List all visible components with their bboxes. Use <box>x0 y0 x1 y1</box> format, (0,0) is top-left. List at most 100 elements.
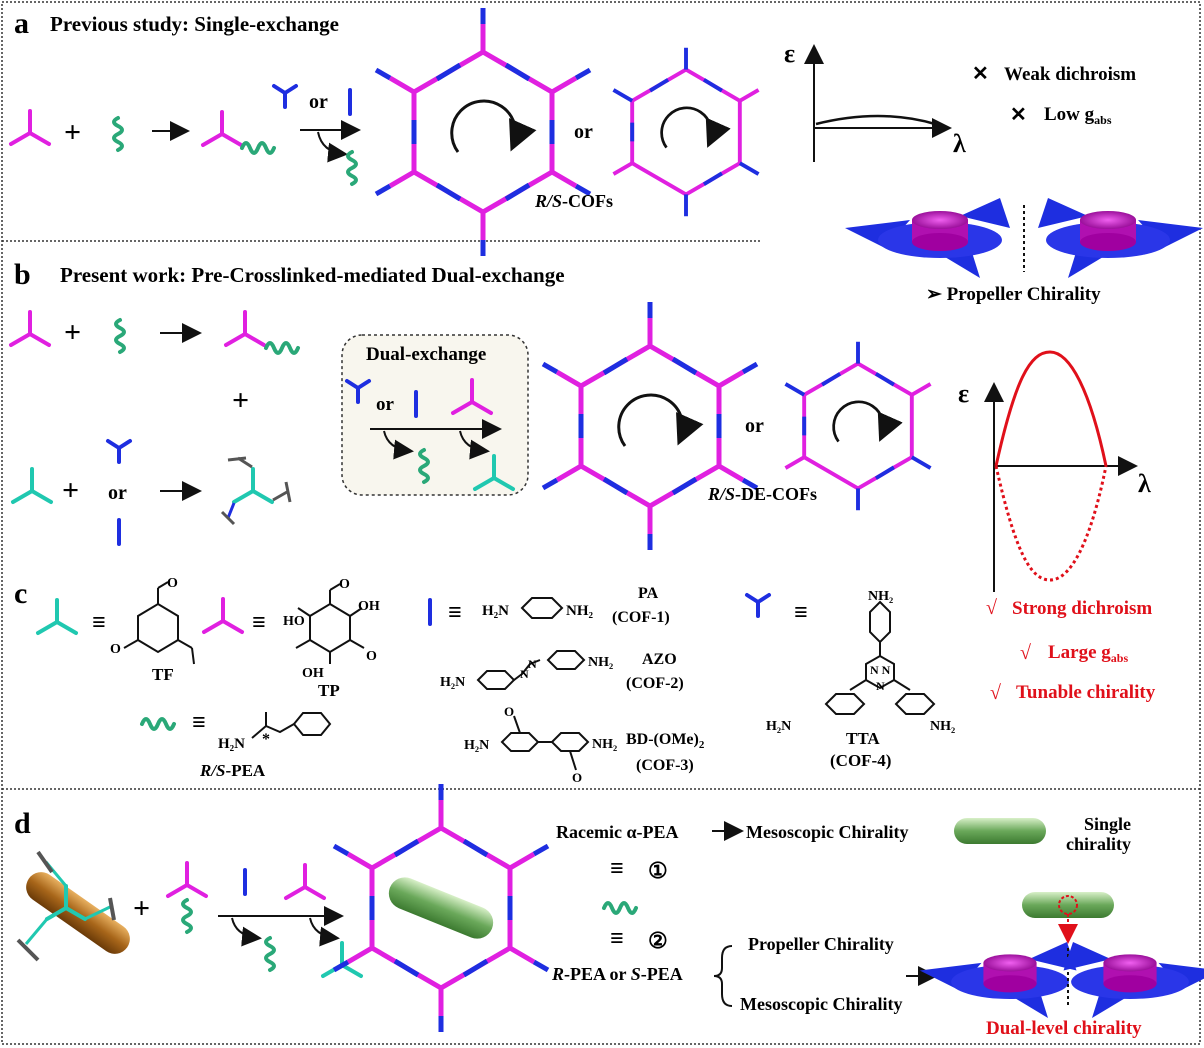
panel-d-letter: d <box>14 807 31 840</box>
benzene-ring <box>546 650 586 670</box>
nh2-label: NH₂ <box>566 603 594 619</box>
atom-label: OH <box>358 599 380 614</box>
nh2-label: NH₂ <box>868 589 893 604</box>
nh2-label: NH₂ <box>930 719 955 734</box>
cof4-label: (COF-4) <box>830 751 891 770</box>
plus-icon: + <box>62 474 79 507</box>
helix-rod-icon <box>1022 892 1114 918</box>
cof-hexagon-d <box>334 784 548 1032</box>
pa-label: PA <box>638 585 659 602</box>
chiral-star: * <box>262 731 270 748</box>
circled-one: ① <box>648 858 668 883</box>
mesoscopic-chirality-d-label: Mesoscopic Chirality <box>740 994 902 1014</box>
benzene-ring <box>476 670 516 690</box>
tta-structure <box>824 600 936 715</box>
panel-b-letter: b <box>14 258 31 291</box>
tf-linker-icon <box>36 598 78 635</box>
tp-linker-icon <box>284 863 326 900</box>
or-label: or <box>745 415 764 437</box>
panel-c-letter: c <box>14 577 27 610</box>
propeller-right-d-icon <box>1063 942 1204 1018</box>
atom-label: N N <box>870 663 891 677</box>
plus-icon: + <box>64 116 81 149</box>
pea-helix-icon <box>112 116 124 152</box>
h2n-label: H₂N <box>218 736 245 752</box>
spectrum-b: ε λ <box>958 350 1151 592</box>
tta-linker-icon <box>272 84 298 109</box>
cof-hexagon-b2 <box>783 339 933 513</box>
benzene-ring <box>500 732 540 752</box>
leaving-arrow-icon <box>459 430 490 460</box>
equiv-sign: ≡ <box>192 710 206 736</box>
leaving-arrow-icon <box>309 917 340 947</box>
chirality-label: chirality <box>1066 834 1131 854</box>
atom-label: N <box>528 657 537 671</box>
equiv-sign: ≡ <box>92 610 106 636</box>
pea-helix-icon <box>181 898 193 934</box>
rs-pea-label: R/S-PEA <box>199 761 266 780</box>
methoxy-bond <box>569 750 577 771</box>
propeller-left-d-icon <box>919 942 1077 1018</box>
atom-label: N <box>876 679 885 693</box>
nh2-label: NH₂ <box>588 655 613 670</box>
panel-b-title: Present work: Pre-Crosslinked-mediated D… <box>60 263 565 287</box>
pea-helix-icon <box>140 717 176 731</box>
leaving-arrow-icon <box>383 430 414 460</box>
racemic-pea-label: Racemic α-PEA <box>556 822 679 842</box>
tp-linker-icon <box>224 310 266 347</box>
large-gabs-label: Large gabs <box>1048 642 1128 665</box>
tp-linker-icon <box>166 861 208 898</box>
pea-helix-icon <box>114 318 126 354</box>
pea-helix-icon <box>346 150 358 186</box>
equiv-sign: ≡ <box>610 856 624 882</box>
weak-dichroism-label: Weak dichroism <box>1004 64 1136 85</box>
h2n-label: H₂N <box>766 719 791 734</box>
check-icon: √ <box>986 597 997 619</box>
tp-linker-icon <box>202 597 244 634</box>
tta-linker-icon <box>745 593 771 618</box>
spectrum-a: ε λ ✕ Weak dichroism ✕ Low gabs <box>784 39 1136 162</box>
atom-label: O <box>339 577 350 592</box>
lambda-label: λ <box>953 129 966 158</box>
tunable-chirality-label: Tunable chirality <box>1016 682 1156 703</box>
propeller-chirality-label: ➢ Propeller Chirality <box>926 284 1101 305</box>
tp-linker-icon <box>9 109 51 146</box>
epsilon-label: ε <box>958 379 969 408</box>
brace-icon <box>713 945 733 1007</box>
helix-rod-icon <box>954 818 1046 844</box>
pea-helix-icon <box>602 901 638 915</box>
benzene-ring <box>292 712 332 736</box>
dual-exchange-title: Dual-exchange <box>366 344 486 365</box>
equiv-sign: ≡ <box>448 600 462 626</box>
check-icon: √ <box>990 682 1001 704</box>
nh2-label: NH₂ <box>592 737 617 752</box>
cof3-label: (COF-3) <box>636 757 694 774</box>
atom-label: O <box>572 770 582 785</box>
single-label: Single <box>1084 814 1131 834</box>
or-label: or <box>574 121 593 143</box>
benzene-ring <box>550 732 590 752</box>
mesoscopic-chirality-label: Mesoscopic Chirality <box>746 822 908 842</box>
equiv-sign: ≡ <box>610 926 624 952</box>
methoxy-bond <box>513 715 521 734</box>
panel-a-title: Previous study: Single-exchange <box>50 12 339 36</box>
atom-label: OH <box>302 666 324 681</box>
panel-a-letter: a <box>14 7 29 40</box>
lambda-label: λ <box>1138 469 1151 498</box>
tta-label: TTA <box>846 729 880 748</box>
equiv-sign: ≡ <box>252 610 266 636</box>
tf-structure <box>123 581 195 665</box>
leaving-arrow-icon <box>231 917 262 947</box>
h2n-label: H₂N <box>482 603 509 619</box>
check-icon: √ <box>1020 642 1031 664</box>
epsilon-label: ε <box>784 39 795 68</box>
tp-structure <box>295 583 365 664</box>
atom-label: O <box>167 576 178 591</box>
azo-bond <box>513 659 541 681</box>
precrosslinked-icon <box>220 456 292 526</box>
rs-de-cofs-label: R/S-DE-COFs <box>707 484 817 504</box>
or-label: or <box>376 394 395 415</box>
cof-hexagon-b1 <box>543 302 757 550</box>
cross-icon: ✕ <box>1010 104 1027 126</box>
